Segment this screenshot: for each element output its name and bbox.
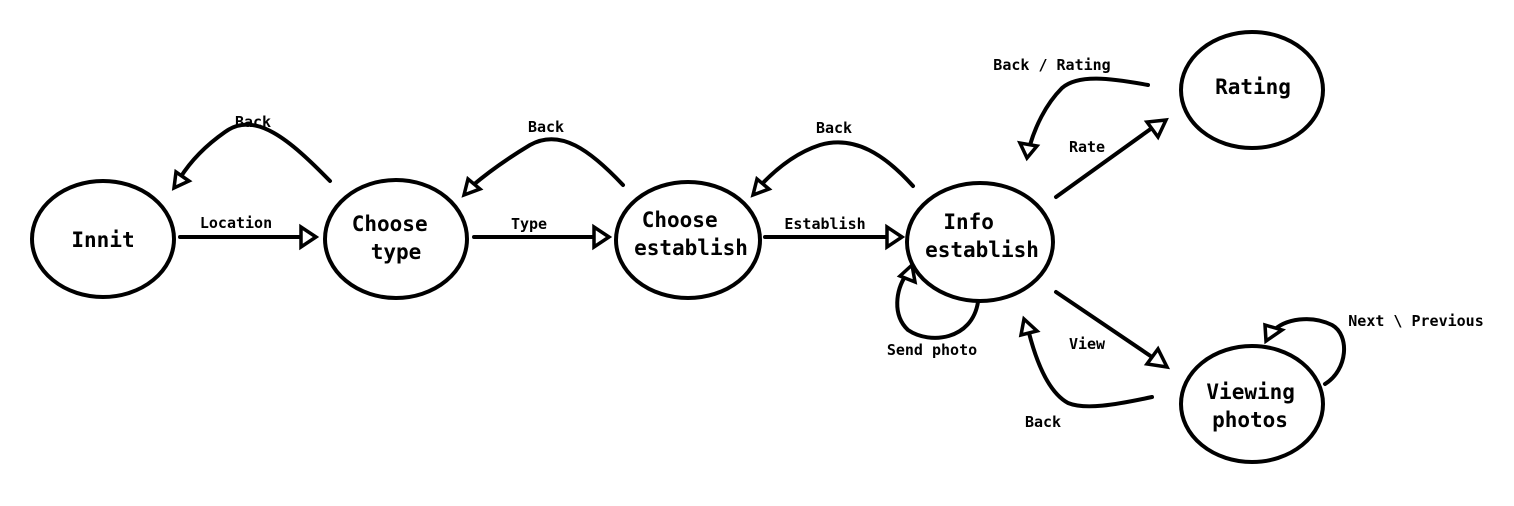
edge-location-label: Location <box>200 214 272 232</box>
edge-next-previous-arrowhead <box>1263 322 1287 345</box>
edge-rate-arrowhead <box>1143 117 1169 141</box>
edge-back-3-arrowhead <box>750 175 773 198</box>
node-rating-label: Rating <box>1215 75 1291 99</box>
node-innit-label-line-1: Innit <box>71 228 134 252</box>
edge-back-1-arrowhead <box>171 168 193 191</box>
edge-view-arrowhead <box>1143 345 1171 370</box>
node-innit <box>30 179 176 299</box>
nodes <box>30 30 1325 464</box>
edge-labels: Location Type Establish Back Back Back R… <box>200 56 1484 431</box>
edge-back-1 <box>178 122 332 183</box>
edge-back-rating-label: Back / Rating <box>993 56 1110 74</box>
edge-back-2 <box>470 137 625 188</box>
edge-back-view-label: Back <box>1025 413 1061 431</box>
edge-back-3-label: Back <box>816 119 852 137</box>
edge-next-previous-label: Next \ Previous <box>1348 312 1483 330</box>
edge-send-photo <box>895 273 980 340</box>
edge-establish-arrowhead <box>885 223 906 251</box>
edge-location-arrowhead <box>299 223 320 251</box>
node-info-establish-label-line-2: establish <box>925 238 1039 262</box>
edge-view <box>1054 290 1154 359</box>
node-choose-establish-label: Choose establish <box>634 208 748 260</box>
node-choose-type-label: Choose type <box>352 212 441 264</box>
node-labels: Innit Choose type Choose establish Info … <box>71 75 1307 432</box>
node-viewing-photos <box>1179 344 1325 464</box>
node-info-establish <box>905 181 1055 303</box>
edges <box>171 76 1346 409</box>
node-viewing-photos-label-line-2: photos <box>1212 408 1288 432</box>
node-rating-label-line-1: Rating <box>1215 75 1291 99</box>
node-choose-type <box>323 178 469 300</box>
edge-back-2-label: Back <box>528 118 564 136</box>
edge-back-rating-arrowhead <box>1016 140 1041 162</box>
node-viewing-photos-label: Viewing photos <box>1206 380 1307 432</box>
edge-next-previous <box>1270 317 1346 386</box>
edge-view-label: View <box>1069 335 1106 353</box>
edge-type-label: Type <box>511 215 547 233</box>
edge-back-rating <box>1028 76 1150 147</box>
edge-back-view-arrowhead <box>1018 315 1041 338</box>
node-rating <box>1179 30 1325 150</box>
node-choose-establish-label-line-1: Choose <box>642 208 718 232</box>
edge-type-arrowhead <box>592 223 613 251</box>
edge-send-photo-label: Send photo <box>887 341 977 359</box>
edge-back-view <box>1027 331 1154 409</box>
node-choose-establish <box>614 180 762 300</box>
edge-rate-label: Rate <box>1069 138 1105 156</box>
node-innit-label: Innit <box>71 228 134 252</box>
node-info-establish-label: Info establish <box>925 210 1039 262</box>
node-choose-establish-label-line-2: establish <box>634 236 748 260</box>
node-viewing-photos-label-line-1: Viewing <box>1206 380 1295 404</box>
edge-send-photo-arrowhead <box>896 261 918 285</box>
edge-back-3 <box>758 140 915 188</box>
node-choose-type-label-line-1: Choose <box>352 212 428 236</box>
edge-back-1-label: Back <box>235 113 271 131</box>
edge-back-2-arrowhead <box>461 175 484 198</box>
edge-rate <box>1054 126 1154 199</box>
node-info-establish-label-line-1: Info <box>943 210 994 234</box>
edge-establish-label: Establish <box>784 215 865 233</box>
node-choose-type-label-line-2: type <box>371 240 422 264</box>
